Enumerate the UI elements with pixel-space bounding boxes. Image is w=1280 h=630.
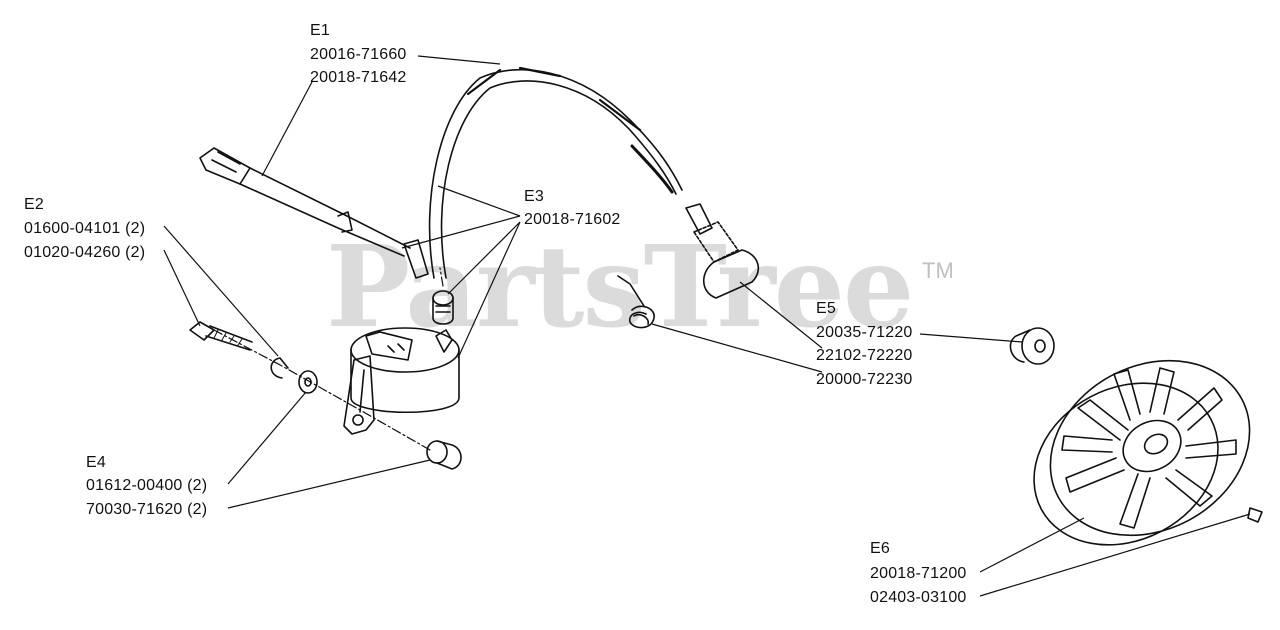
part-number: 20018-71602 [524, 211, 621, 228]
coil-grommet [432, 290, 454, 325]
part-number: 70030-71620 (2) [86, 501, 208, 518]
callout-id: E2 [24, 196, 44, 213]
part-number: 20000-72230 [816, 371, 913, 388]
part-number: 20018-71642 [310, 69, 407, 86]
screw [189, 321, 253, 351]
callout-id: E5 [816, 300, 836, 317]
callout-id: E3 [524, 188, 544, 205]
ignition-coil [343, 327, 460, 435]
spacer-bushing [426, 440, 462, 470]
flywheel-bushing [1009, 327, 1055, 365]
ground-wire-terminal [199, 147, 429, 279]
spring [617, 275, 655, 329]
part-number: 01020-04260 (2) [24, 244, 146, 261]
flywheel-key [1247, 507, 1263, 523]
spark-plug-lead-wire [428, 66, 683, 279]
watermark: PartsTree [326, 222, 914, 353]
callout-id: E6 [870, 540, 890, 557]
part-number: 20035-71220 [816, 324, 913, 341]
leader-lines [163, 55, 1251, 597]
callout-id: E4 [86, 454, 106, 471]
retaining-clip [270, 357, 289, 379]
part-number: 01600-04101 (2) [24, 220, 146, 237]
part-number: 22102-72220 [816, 347, 913, 364]
part-number: 02403-03100 [870, 589, 967, 606]
spark-plug-cap [685, 203, 760, 299]
callout-id: E1 [310, 22, 330, 39]
part-number: 01612-00400 (2) [86, 477, 208, 494]
watermark-trademark: TM [922, 258, 954, 283]
flywheel [1033, 359, 1251, 546]
part-number: 20016-71660 [310, 46, 407, 63]
washer [298, 370, 318, 394]
part-number: 20018-71200 [870, 565, 967, 582]
alignment-lines [213, 267, 444, 451]
